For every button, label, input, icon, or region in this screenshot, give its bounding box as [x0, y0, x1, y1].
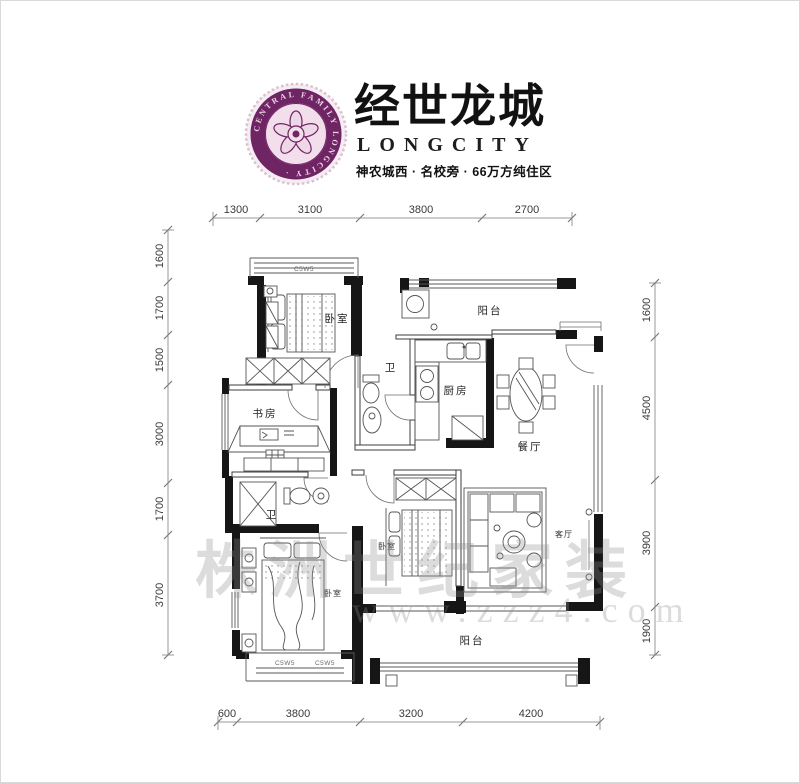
living-furniture: [463, 487, 593, 593]
label-kitchen: 厨房: [444, 384, 469, 397]
project-tagline: 神农城西 · 名校旁 · 66万方纯住区: [356, 165, 553, 179]
label-bath-top: 卫: [385, 362, 398, 374]
label-study: 书房: [253, 407, 278, 420]
label-bedroom-mid: 卧室: [378, 541, 396, 551]
watermark-text: 株洲世纪家装: [195, 537, 639, 606]
project-title: 经世龙城: [354, 81, 546, 132]
dimension-lines: 1300 3100 3800 2700 600 3800 3200 4200 1…: [154, 204, 661, 730]
bed-mid: [385, 477, 457, 586]
room-labels: 卧室 卫 厨房 阳台 餐厅 书房 卫 卧室 客厅 卧室 阳台 C5W5 C5W5…: [253, 266, 573, 667]
dim-left-1: 1600: [154, 244, 166, 268]
bath-top-fixtures: [362, 374, 382, 434]
dim-top-1: 1300: [224, 204, 248, 216]
label-dining: 餐厅: [518, 440, 543, 453]
window-code-top: C5W5: [294, 266, 314, 273]
window-code-bottom-b: C5W5: [315, 660, 335, 667]
dim-top-2: 3100: [298, 204, 322, 216]
watermark-url: www.zzz4.com: [352, 590, 694, 630]
study-furniture: [227, 425, 331, 472]
bed-top: [263, 285, 336, 353]
watermark: 株洲世纪家装 www.zzz4.com: [195, 537, 694, 630]
longcity-seal-icon: CENTRAL FAMILY LONGCITY ·: [244, 82, 348, 186]
project-title-en: LONGCITY: [357, 134, 538, 156]
label-bath-mid: 卫: [266, 509, 279, 521]
wardrobe-top: [245, 357, 331, 385]
dim-bottom-1: 600: [218, 708, 236, 720]
windows: [221, 257, 603, 687]
dim-right-1: 1600: [641, 298, 653, 322]
bath-mid-fixtures: [239, 481, 330, 527]
dim-right-4: 1900: [641, 619, 653, 643]
dim-right-3: 3900: [641, 531, 653, 555]
dim-left-4: 3000: [154, 422, 166, 446]
dim-left-5: 1700: [154, 497, 166, 521]
dim-right-2: 4500: [641, 396, 653, 420]
label-bedroom-top: 卧室: [325, 312, 350, 325]
kitchen-fixtures: [414, 339, 487, 441]
partitions: [228, 329, 557, 587]
walls: [222, 276, 603, 684]
dim-left-6: 3700: [154, 583, 166, 607]
furniture: [227, 285, 593, 653]
balcony-top-fixtures: [401, 289, 438, 331]
rose-icon: [273, 110, 319, 154]
dim-bottom-3: 3200: [399, 708, 423, 720]
label-balcony-top: 阳台: [478, 304, 503, 317]
window-code-bottom-a: C5W5: [275, 660, 295, 667]
dining-set: [496, 357, 556, 434]
label-bedroom-bottom: 卧室: [324, 588, 342, 598]
dim-left-3: 1500: [154, 348, 166, 372]
dim-bottom-2: 3800: [286, 708, 310, 720]
dim-bottom-4: 4200: [519, 708, 543, 720]
label-balcony-bottom: 阳台: [460, 634, 485, 647]
label-living: 客厅: [555, 529, 573, 539]
dim-left-2: 1700: [154, 296, 166, 320]
dim-top-3: 3800: [409, 204, 433, 216]
dim-top-4: 2700: [515, 204, 539, 216]
brand-header: CENTRAL FAMILY LONGCITY · 经世龙城 LONGCITY …: [0, 0, 800, 200]
bed-bottom: [241, 537, 326, 653]
